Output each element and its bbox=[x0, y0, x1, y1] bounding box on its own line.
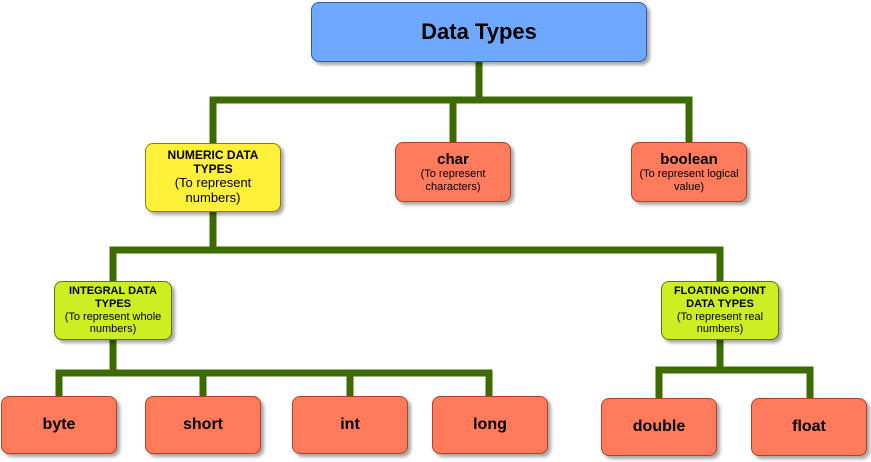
node-float: float bbox=[751, 398, 867, 456]
node-boolean: boolean (To represent logical value) bbox=[631, 142, 747, 202]
node-double-title: double bbox=[632, 417, 686, 435]
node-numeric-desc: (To represent numbers) bbox=[174, 175, 252, 206]
node-integral-title: INTEGRAL DATA TYPES bbox=[69, 285, 157, 310]
node-boolean-title: boolean bbox=[660, 150, 718, 168]
node-short-title: short bbox=[183, 415, 223, 433]
connector-floating bbox=[655, 336, 814, 402]
node-numeric-data-types: NUMERIC DATA TYPES (To represent numbers… bbox=[145, 143, 281, 212]
node-floating-point-data-types: FLOATING POINT DATA TYPES (To represent … bbox=[661, 281, 779, 340]
node-byte: byte bbox=[1, 396, 117, 454]
node-byte-title: byte bbox=[42, 415, 76, 433]
node-long-title: long bbox=[473, 415, 507, 433]
connector-numeric bbox=[109, 208, 724, 286]
node-char: char (To represent characters) bbox=[395, 142, 511, 202]
node-int-title: int bbox=[340, 415, 360, 433]
node-double: double bbox=[601, 398, 717, 456]
node-floating-title: FLOATING POINT DATA TYPES bbox=[673, 285, 767, 310]
node-char-desc: (To represent characters) bbox=[420, 167, 486, 193]
node-char-title: char bbox=[437, 150, 469, 168]
connector-root bbox=[209, 58, 693, 147]
node-short: short bbox=[145, 396, 261, 454]
node-floating-desc: (To represent real numbers) bbox=[676, 310, 764, 336]
node-int: int bbox=[292, 396, 408, 454]
node-boolean-desc: (To represent logical value) bbox=[639, 167, 739, 193]
node-float-title: float bbox=[792, 417, 826, 435]
connector-integral bbox=[55, 336, 493, 400]
node-data-types: Data Types bbox=[311, 2, 647, 62]
node-integral-desc: (To represent whole numbers) bbox=[64, 310, 162, 336]
node-data-types-title: Data Types bbox=[421, 19, 537, 45]
node-long: long bbox=[432, 396, 548, 454]
node-numeric-title: NUMERIC DATA TYPES bbox=[167, 147, 259, 176]
node-integral-data-types: INTEGRAL DATA TYPES (To represent whole … bbox=[54, 281, 172, 340]
